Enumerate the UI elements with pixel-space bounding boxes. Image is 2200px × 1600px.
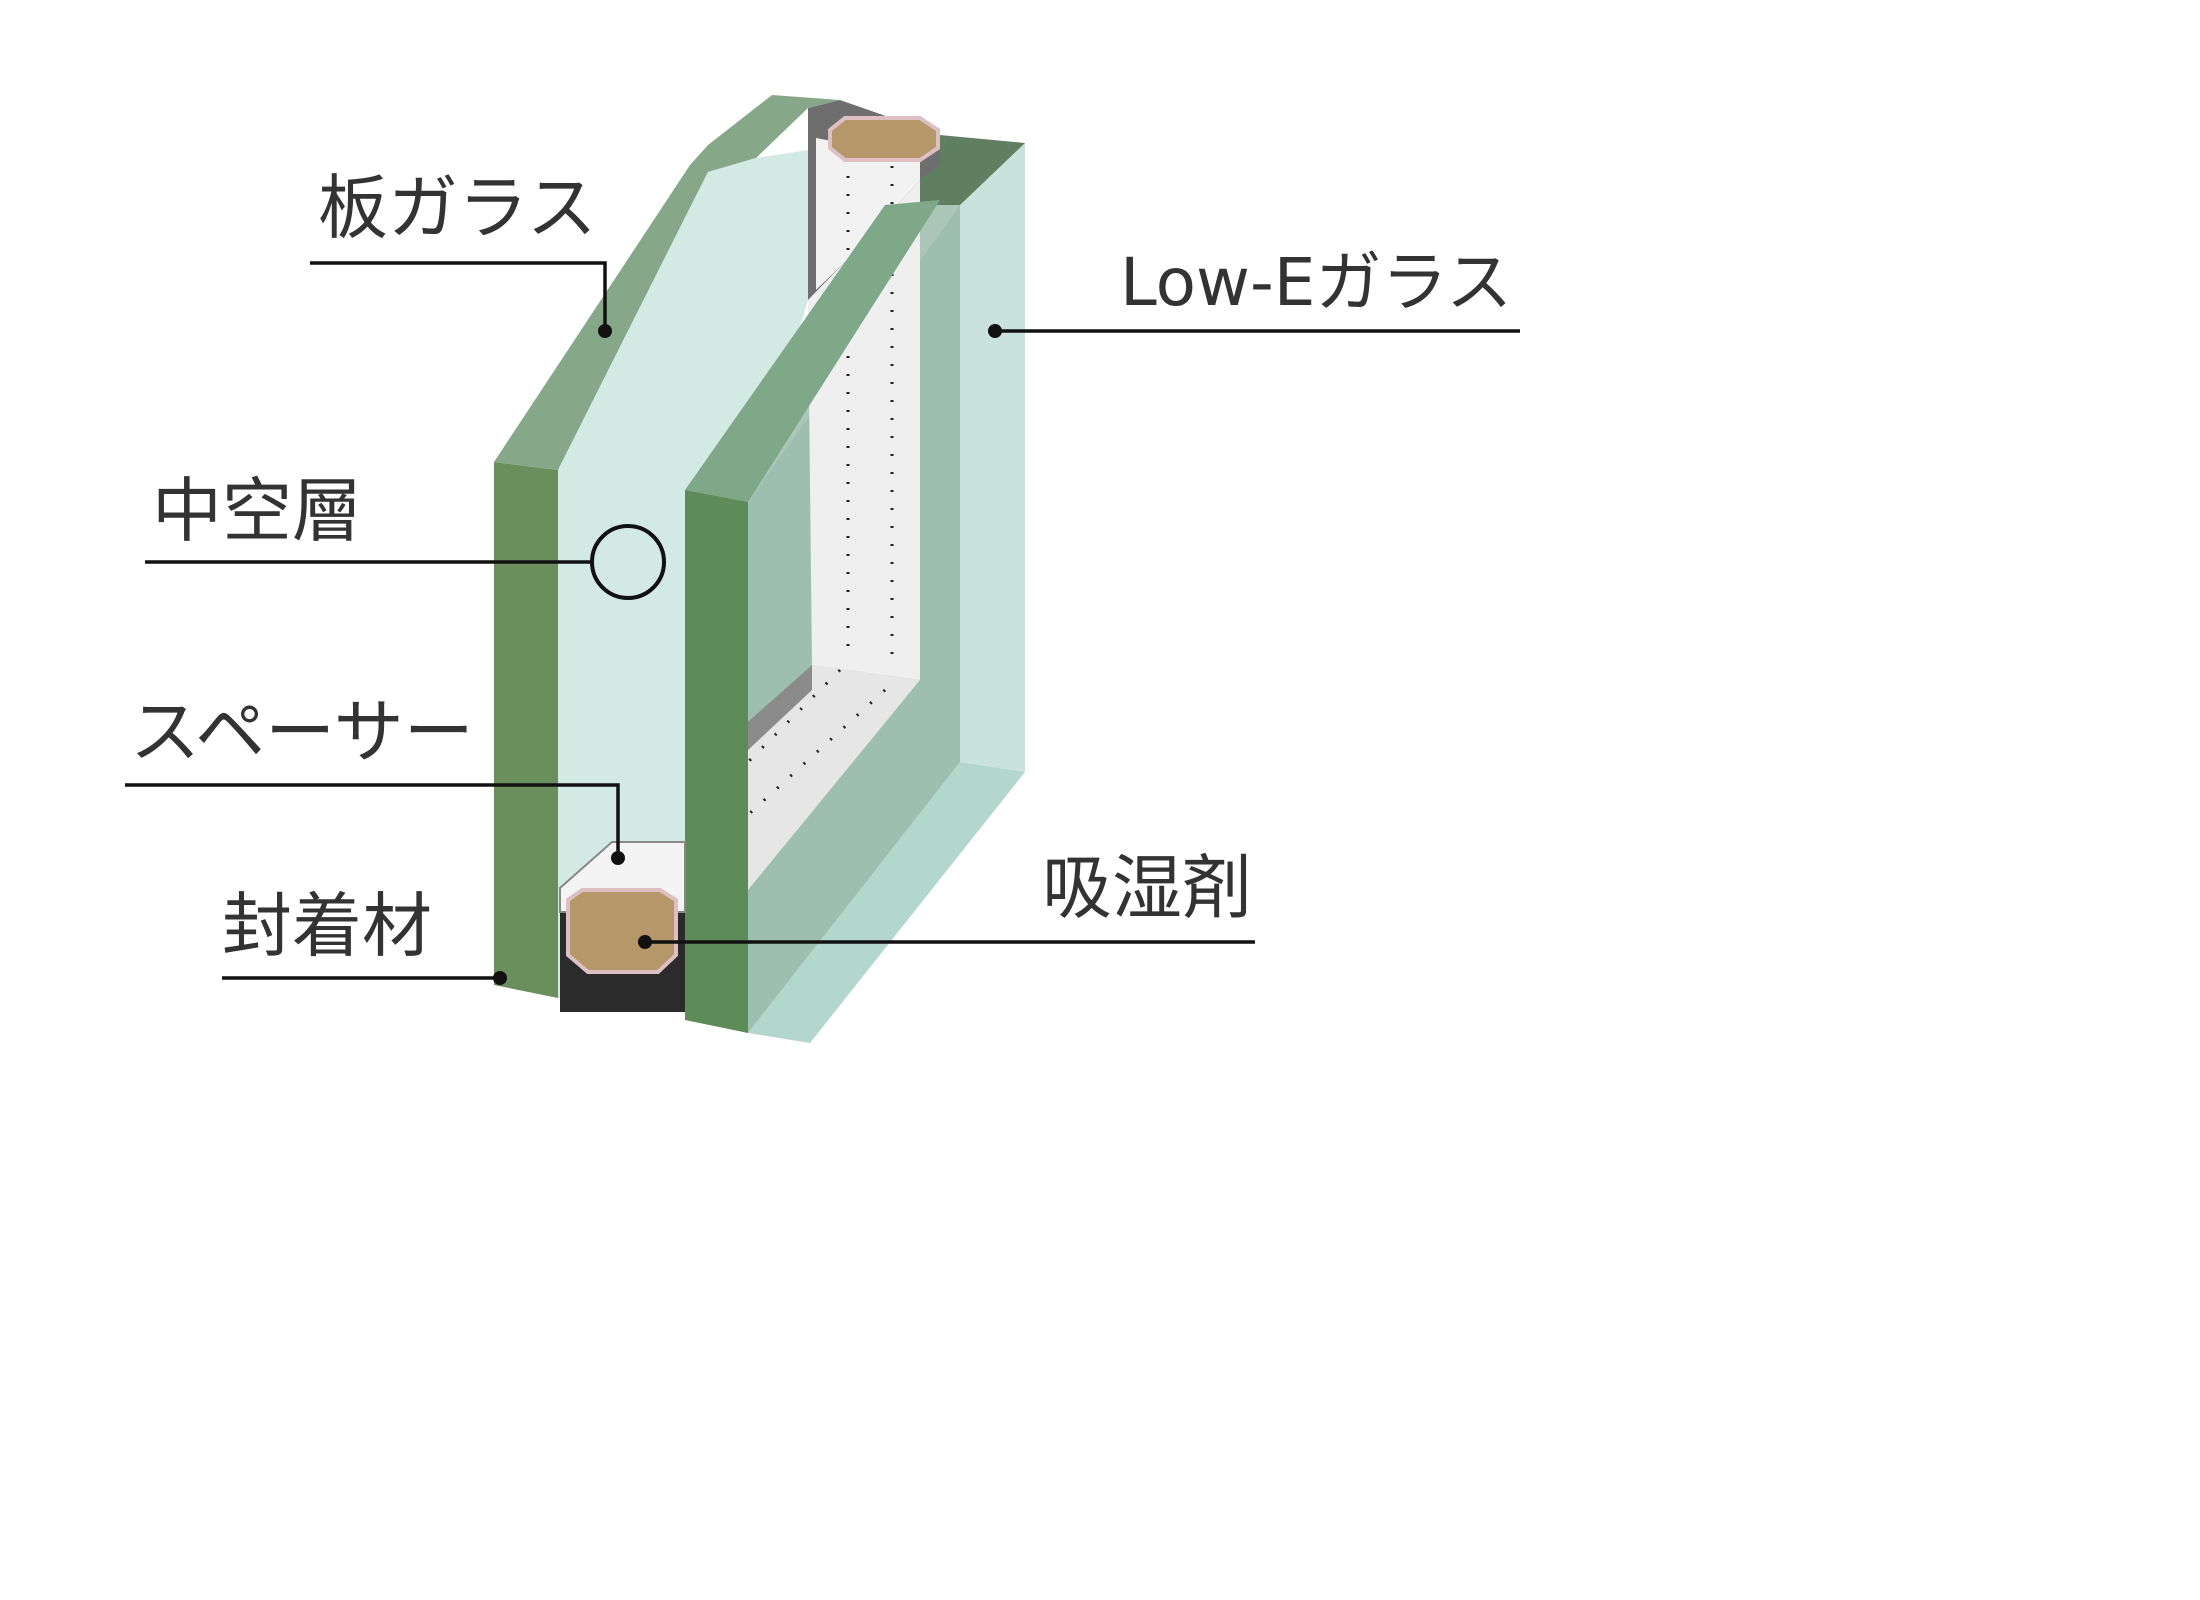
desiccant-marker	[638, 935, 652, 949]
plate-glass-pane	[494, 95, 840, 998]
inner-glass-vertical-strip	[685, 490, 748, 1033]
bottom-desiccant	[566, 888, 678, 974]
bottom-spacer-section	[559, 841, 686, 1012]
air-layer-marker	[590, 524, 666, 600]
low-e-glass-label: Low-Eガラス	[1120, 244, 1512, 321]
desiccant-label: 吸湿剤	[1042, 847, 1252, 929]
leader-spacer	[125, 783, 625, 865]
low-e-glass-bottom-edge	[748, 762, 1025, 1043]
spacer-marker	[611, 851, 625, 865]
spacer-top-inner	[816, 138, 920, 290]
sealant-label: 封着材	[222, 885, 432, 967]
inner-glass-edge	[685, 200, 940, 1033]
plate-glass-label: 板ガラス	[318, 167, 597, 249]
inner-glass-top-strip	[685, 200, 940, 502]
sealant-marker	[493, 971, 507, 985]
plate-glass-left-edge	[494, 462, 558, 998]
leader-sealant	[222, 971, 507, 985]
plate-glass-marker	[598, 324, 612, 338]
leader-desiccant	[638, 935, 1255, 949]
leader-air-layer	[145, 524, 666, 600]
air-layer-label: 中空層	[152, 470, 362, 552]
top-desiccant	[828, 116, 940, 162]
plate-glass-face	[558, 150, 808, 998]
leader-plate-glass	[310, 261, 612, 338]
low-e-glass-marker	[988, 324, 1002, 338]
double-glazing-diagram: 板ガラス Low-Eガラス 中空層 スペーサー 封着材 吸湿剤	[125, 95, 1520, 1043]
spacer-label: スペーサー	[130, 691, 474, 773]
leader-low-e-glass	[988, 324, 1520, 338]
plate-glass-top-edge	[494, 95, 840, 470]
